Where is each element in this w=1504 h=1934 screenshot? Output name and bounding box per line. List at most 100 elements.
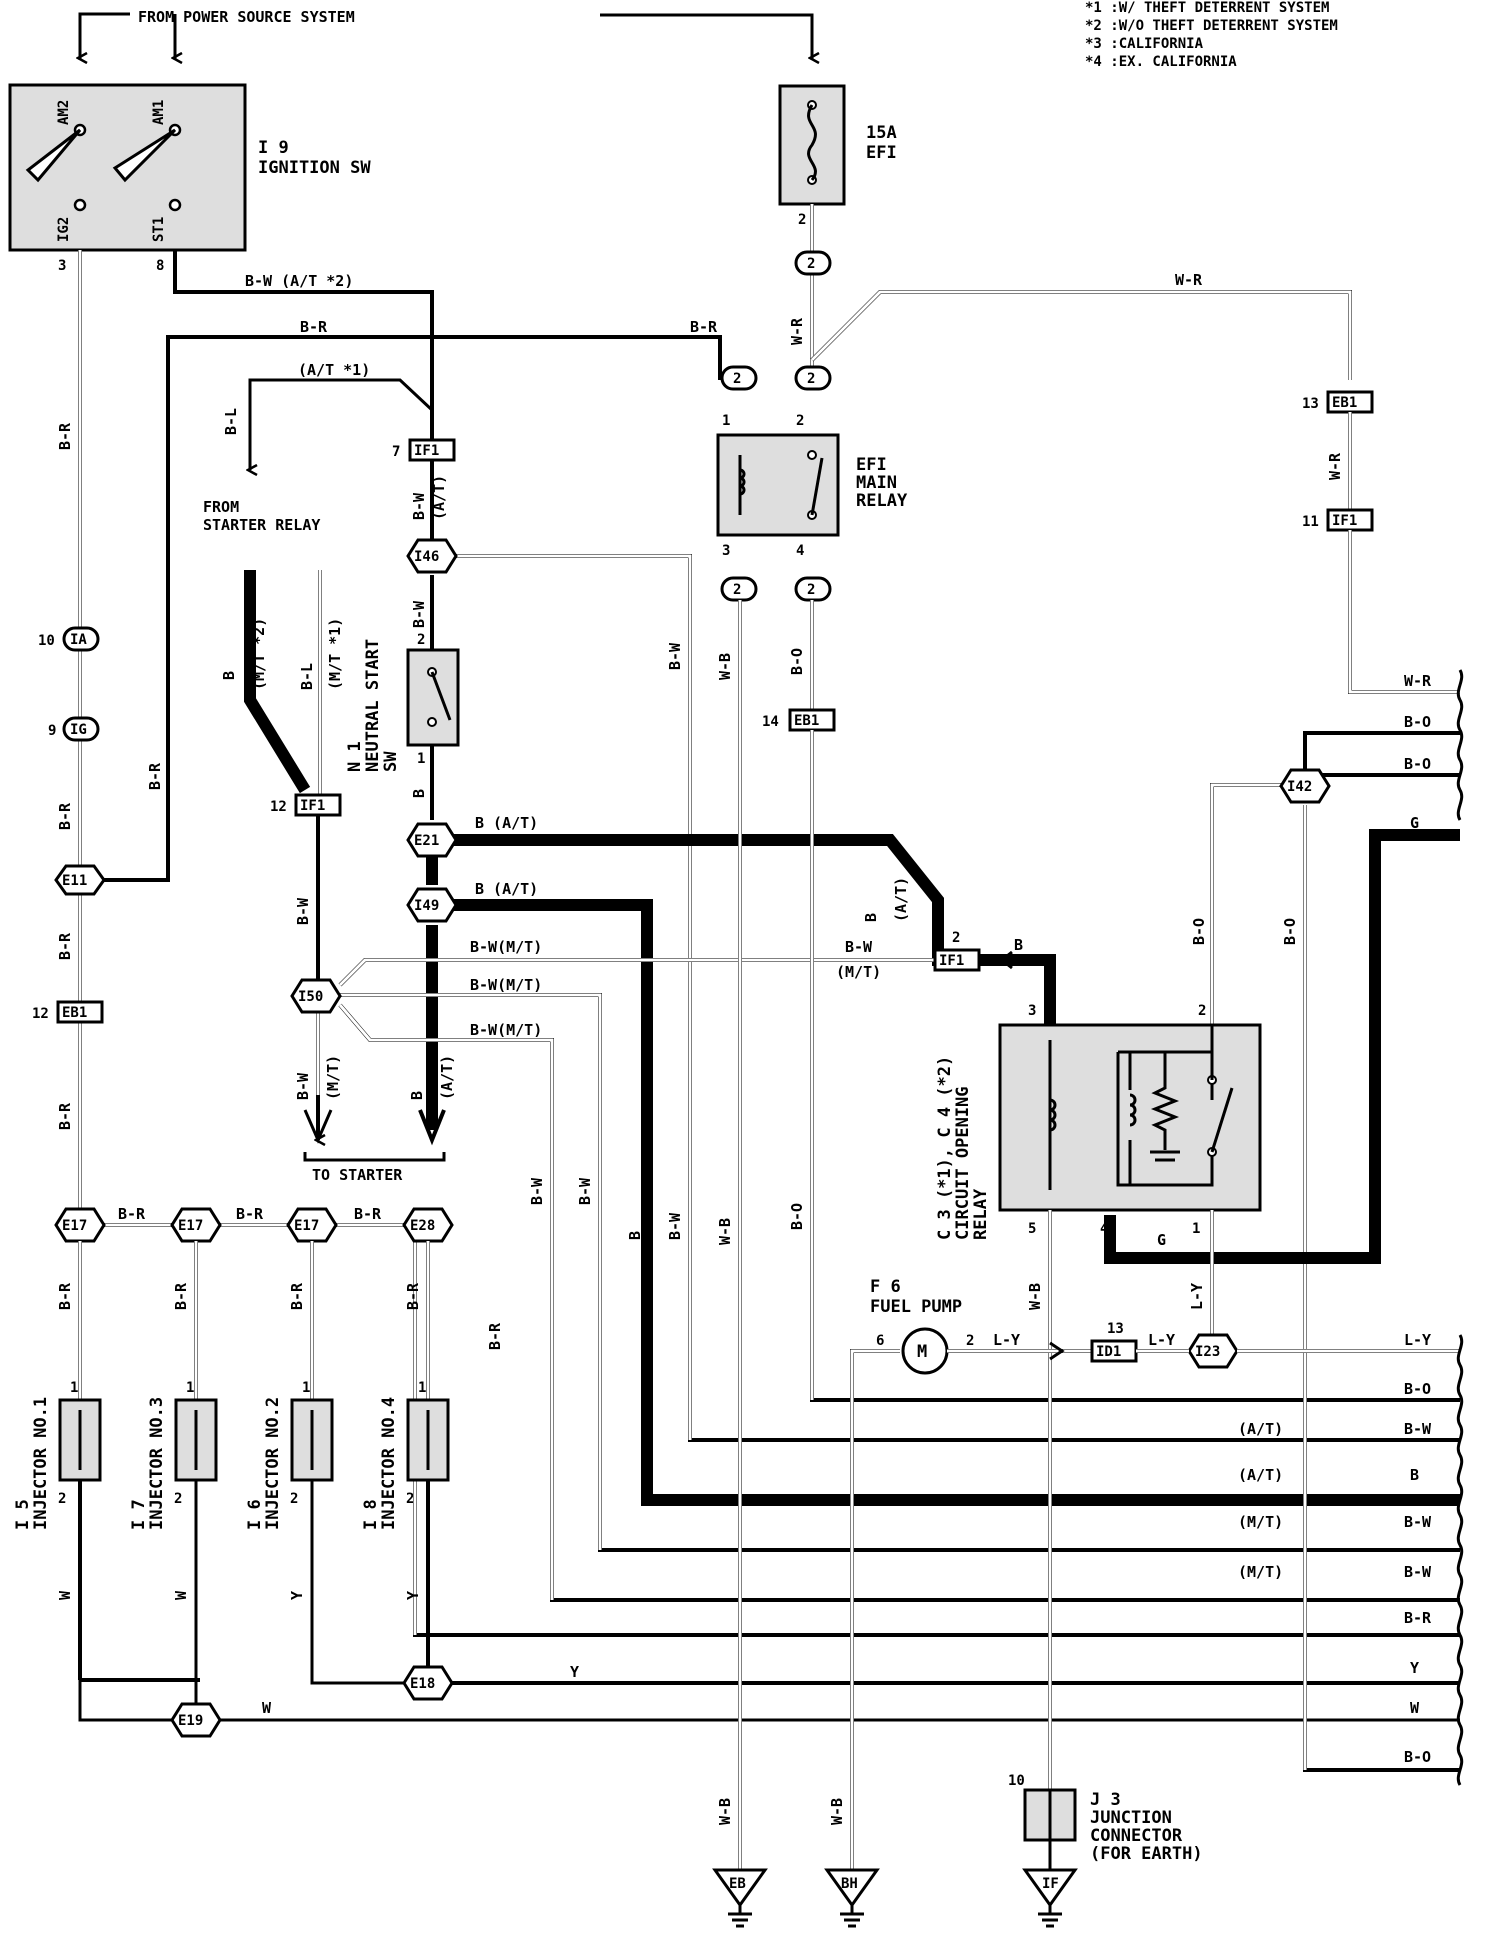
junction-i46: B-W B-W I46 (406, 538, 1460, 1442)
svg-text:B-W(M/T): B-W(M/T) (470, 938, 542, 956)
svg-text:N 1: N 1 (345, 741, 365, 772)
svg-text:B-W: B-W (1404, 1420, 1432, 1438)
junction-e17-2 (170, 1207, 222, 1243)
svg-text:W-R: W-R (1404, 672, 1432, 690)
svg-text:2: 2 (807, 371, 815, 387)
wire-label-br-4: B-R (56, 1102, 74, 1130)
connectors-2-row: 2 2 1 2 (720, 365, 832, 429)
svg-text:I50: I50 (298, 989, 323, 1005)
svg-text:2: 2 (174, 1491, 182, 1507)
svg-text:W-R: W-R (1175, 271, 1203, 289)
svg-text:IF1: IF1 (1332, 513, 1357, 529)
svg-text:B (A/T): B (A/T) (475, 880, 538, 898)
svg-text:1: 1 (722, 413, 730, 429)
svg-text:EB1: EB1 (794, 713, 819, 729)
svg-text:IG: IG (70, 722, 87, 738)
svg-text:Y: Y (570, 1663, 579, 1681)
junction-connector-j3: 10 J 3 JUNCTION CONNECTOR (FOR EARTH) (1008, 1773, 1203, 1870)
svg-text:B: B (1410, 1466, 1419, 1484)
power-source-feed: FROM POWER SOURCE SYSTEM (80, 8, 355, 60)
svg-text:B-W: B-W (294, 897, 312, 925)
svg-text:W-R: W-R (1326, 452, 1344, 480)
svg-text:10: 10 (1008, 1773, 1025, 1789)
svg-text:CIRCUIT OPENING: CIRCUIT OPENING (953, 1086, 973, 1240)
svg-text:E21: E21 (414, 833, 439, 849)
svg-text:E17: E17 (62, 1218, 87, 1234)
svg-text:G: G (1157, 1231, 1166, 1249)
svg-text:2: 2 (807, 582, 815, 598)
svg-text:2: 2 (58, 1491, 66, 1507)
ig2-label: IG2 (56, 217, 72, 242)
ignition-name: IGNITION SW (258, 158, 371, 178)
ground-eb: EB (712, 1868, 768, 1928)
ground-bh: BH (824, 1868, 880, 1928)
svg-text:2: 2 (807, 256, 815, 272)
svg-text:EB1: EB1 (62, 1005, 87, 1021)
wire-label-br-top: B-R (300, 318, 328, 336)
svg-text:(A/T): (A/T) (1238, 1420, 1283, 1438)
svg-text:RELAY: RELAY (971, 1188, 991, 1240)
svg-text:W-B: W-B (1026, 1283, 1044, 1310)
svg-text:I49: I49 (414, 898, 439, 914)
svg-text:E17: E17 (294, 1218, 319, 1234)
svg-text:E28: E28 (410, 1218, 435, 1234)
svg-text:B-W: B-W (294, 1072, 312, 1100)
connector-ig: IG 9 (48, 716, 100, 742)
svg-text:B: B (408, 1091, 426, 1100)
svg-text:B-O: B-O (1404, 713, 1431, 731)
svg-text:B (A/T): B (A/T) (475, 814, 538, 832)
efi-main-relay: EFI MAIN RELAY 3 4 (716, 433, 908, 559)
svg-text:(M/T *1): (M/T *1) (326, 618, 344, 690)
svg-text:B-W: B-W (1404, 1513, 1432, 1531)
am2-label: AM2 (56, 100, 72, 125)
svg-text:W-B: W-B (716, 1798, 734, 1825)
junction-i49: B (A/T) B I49 (406, 880, 1460, 1506)
injector-3: 1 2 I 7 INJECTOR NO.3 (129, 1380, 218, 1530)
svg-text:14: 14 (762, 714, 779, 730)
svg-text:I 8: I 8 (361, 1499, 381, 1530)
wire-st1-bw: B-W (A/T *2) (A/T *1) B-L FROM STARTER R… (173, 250, 434, 534)
wire-label-br-e11: B-R (146, 762, 164, 790)
svg-text:J 3: J 3 (1090, 1790, 1121, 1810)
svg-text:(A/T *1): (A/T *1) (298, 361, 370, 379)
svg-text:INJECTOR NO.2: INJECTOR NO.2 (263, 1397, 283, 1530)
svg-text:2: 2 (1198, 1003, 1206, 1019)
svg-text:B-O: B-O (788, 1203, 806, 1230)
svg-text:C 3 (*1), C 4 (*2): C 3 (*1), C 4 (*2) (935, 1056, 955, 1240)
am2-contact-icon (25, 128, 82, 183)
wire-wb-relay: W-B (1026, 1210, 1052, 1790)
note-4: *4 :EX. CALIFORNIA (1085, 54, 1237, 70)
svg-text:B-O: B-O (1281, 918, 1299, 945)
svg-text:E11: E11 (62, 873, 87, 889)
svg-text:1: 1 (1192, 1221, 1200, 1237)
svg-text:B-W: B-W (410, 600, 428, 628)
svg-text:Y: Y (1410, 1659, 1419, 1677)
svg-text:B-O: B-O (1404, 1748, 1431, 1766)
svg-text:11: 11 (1302, 514, 1319, 530)
svg-text:B-O: B-O (788, 648, 806, 675)
svg-text:10: 10 (38, 633, 55, 649)
svg-text:MAIN: MAIN (856, 473, 897, 493)
svg-text:I 6: I 6 (245, 1499, 265, 1530)
svg-text:B-W: B-W (1404, 1563, 1432, 1581)
svg-text:G: G (1410, 814, 1419, 832)
svg-text:1: 1 (302, 1380, 310, 1396)
svg-text:B: B (626, 1231, 644, 1240)
svg-text:EFI: EFI (856, 455, 887, 475)
svg-text:W-R: W-R (788, 317, 806, 345)
svg-text:B-O: B-O (1404, 1380, 1431, 1398)
svg-text:13: 13 (1302, 396, 1319, 412)
svg-text:W-B: W-B (716, 653, 734, 680)
wire-ly: L-Y I23 (1187, 1210, 1460, 1369)
svg-text:IF1: IF1 (939, 953, 964, 969)
svg-text:W: W (262, 1699, 272, 1717)
svg-text:B-O: B-O (1190, 918, 1208, 945)
svg-text:B-R: B-R (236, 1205, 264, 1223)
pin-3: 3 (58, 258, 66, 274)
junction-e28 (402, 1207, 454, 1243)
svg-text:EB: EB (729, 1876, 746, 1892)
junction-e11: B-R B-R B-R E11 (54, 318, 722, 896)
svg-text:B-R: B-R (288, 1282, 306, 1310)
svg-text:SW: SW (381, 751, 401, 772)
